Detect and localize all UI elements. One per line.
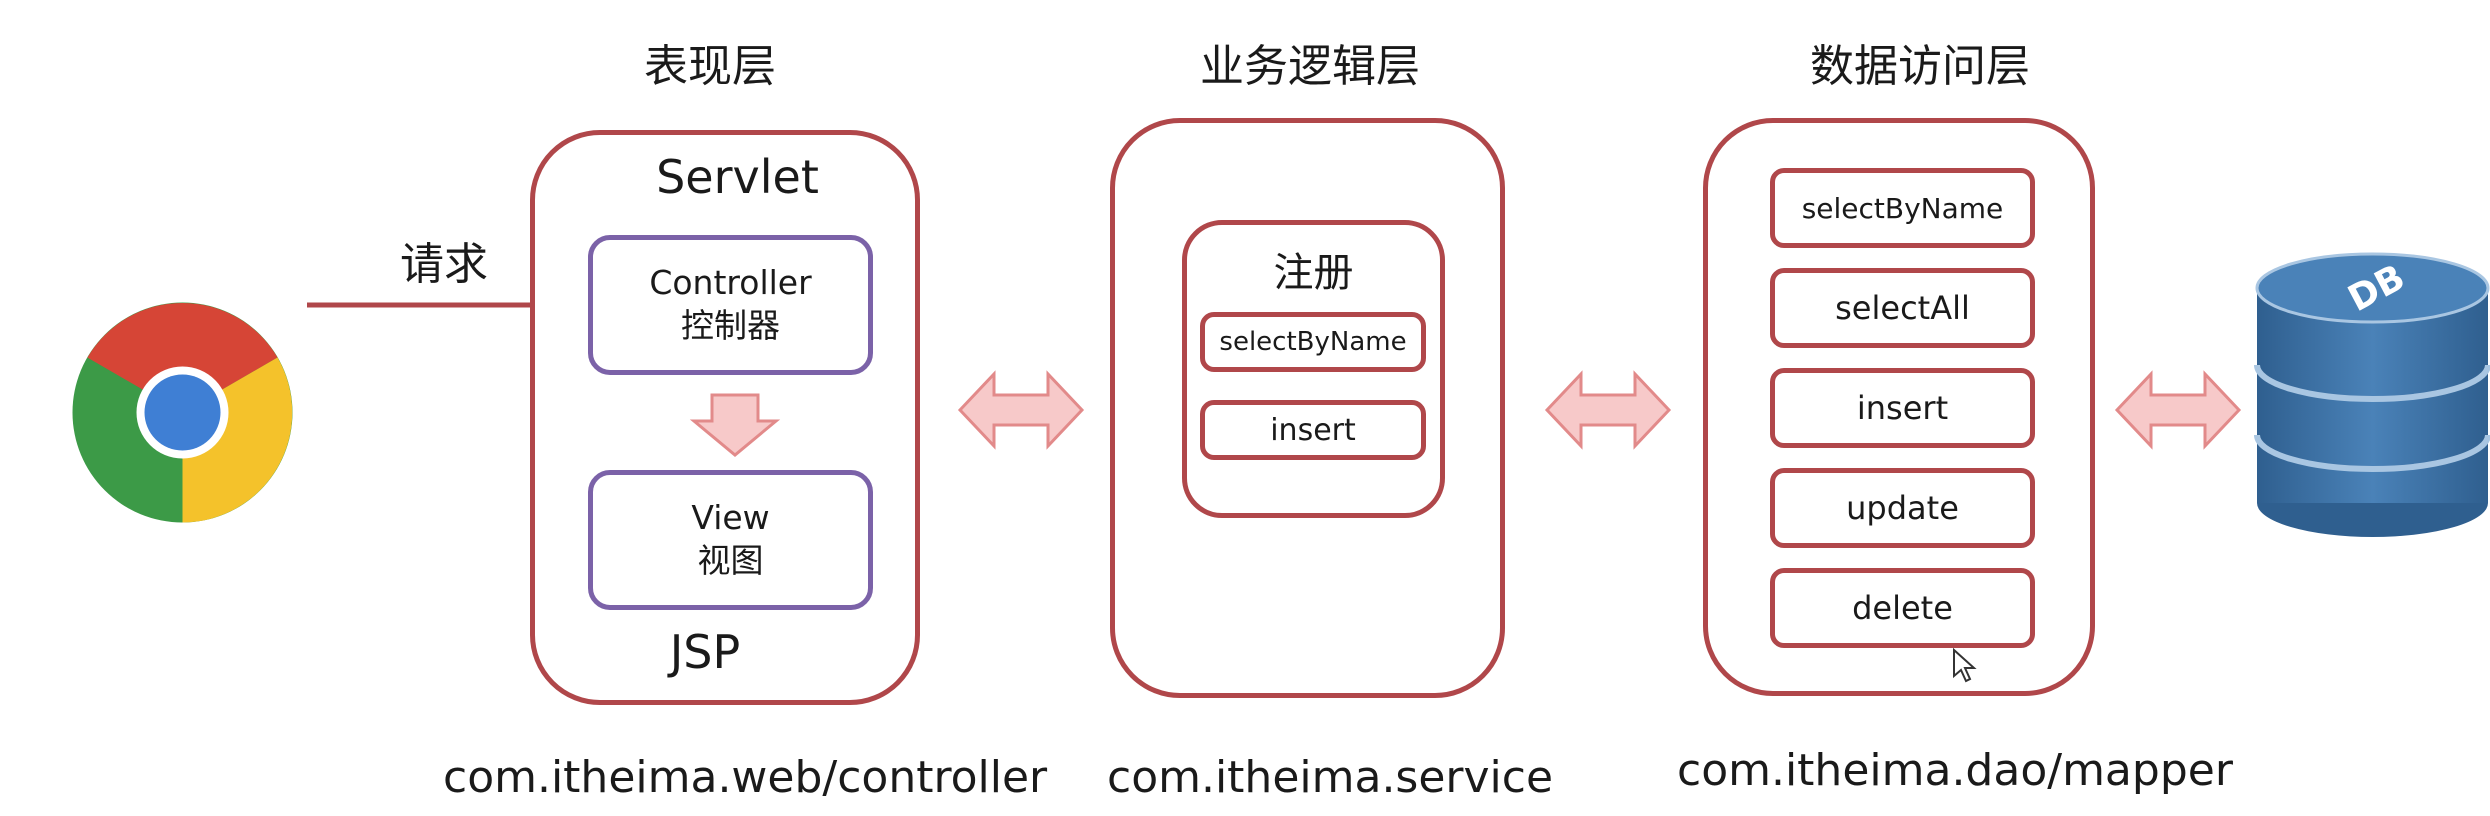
- business-method-insert: insert: [1200, 400, 1426, 460]
- package-presentation: com.itheima.web/controller: [443, 752, 1048, 803]
- dao-method-selectall: selectAll: [1770, 268, 2035, 348]
- jsp-label: JSP: [669, 625, 741, 679]
- dao-method-label: selectByName: [1801, 191, 2004, 225]
- register-group-title: 注册: [1273, 250, 1354, 296]
- servlet-label: Servlet: [656, 150, 819, 204]
- package-data-access: com.itheima.dao/mapper: [1677, 745, 2233, 796]
- double-arrow-business-dataaccess: [1544, 370, 1672, 450]
- dao-method-delete: delete: [1770, 568, 2035, 648]
- view-box: View 视图: [588, 470, 873, 610]
- business-method-label: selectByName: [1219, 327, 1407, 357]
- dao-method-label: insert: [1856, 389, 1949, 427]
- package-business: com.itheima.service: [1107, 752, 1554, 803]
- controller-cn-label: 控制器: [681, 306, 780, 345]
- dao-method-insert: insert: [1770, 368, 2035, 448]
- double-arrow-presentation-business: [957, 370, 1085, 450]
- controller-box: Controller 控制器: [588, 235, 873, 375]
- down-arrow-icon: [689, 393, 781, 457]
- business-method-selectbyname: selectByName: [1200, 312, 1426, 372]
- header-presentation-layer: 表现层: [644, 41, 776, 92]
- header-business-layer: 业务逻辑层: [1200, 41, 1420, 92]
- mouse-cursor-icon: [1953, 647, 1977, 683]
- business-method-label: insert: [1270, 412, 1356, 448]
- chrome-browser-icon: [72, 302, 293, 523]
- view-label: View: [691, 498, 770, 538]
- controller-label: Controller: [649, 263, 812, 303]
- dao-method-selectbyname: selectByName: [1770, 168, 2035, 248]
- dao-method-update: update: [1770, 468, 2035, 548]
- top-partial-title: [70, 0, 300, 2]
- header-data-access-layer: 数据访问层: [1810, 41, 2030, 92]
- dao-method-label: update: [1846, 489, 1959, 527]
- request-label: 请求: [400, 239, 488, 290]
- dao-method-label: delete: [1852, 589, 1953, 627]
- view-cn-label: 视图: [697, 541, 764, 580]
- dao-method-label: selectAll: [1835, 289, 1970, 327]
- double-arrow-dataaccess-db: [2114, 370, 2242, 450]
- database-cylinder-icon: [2254, 252, 2490, 537]
